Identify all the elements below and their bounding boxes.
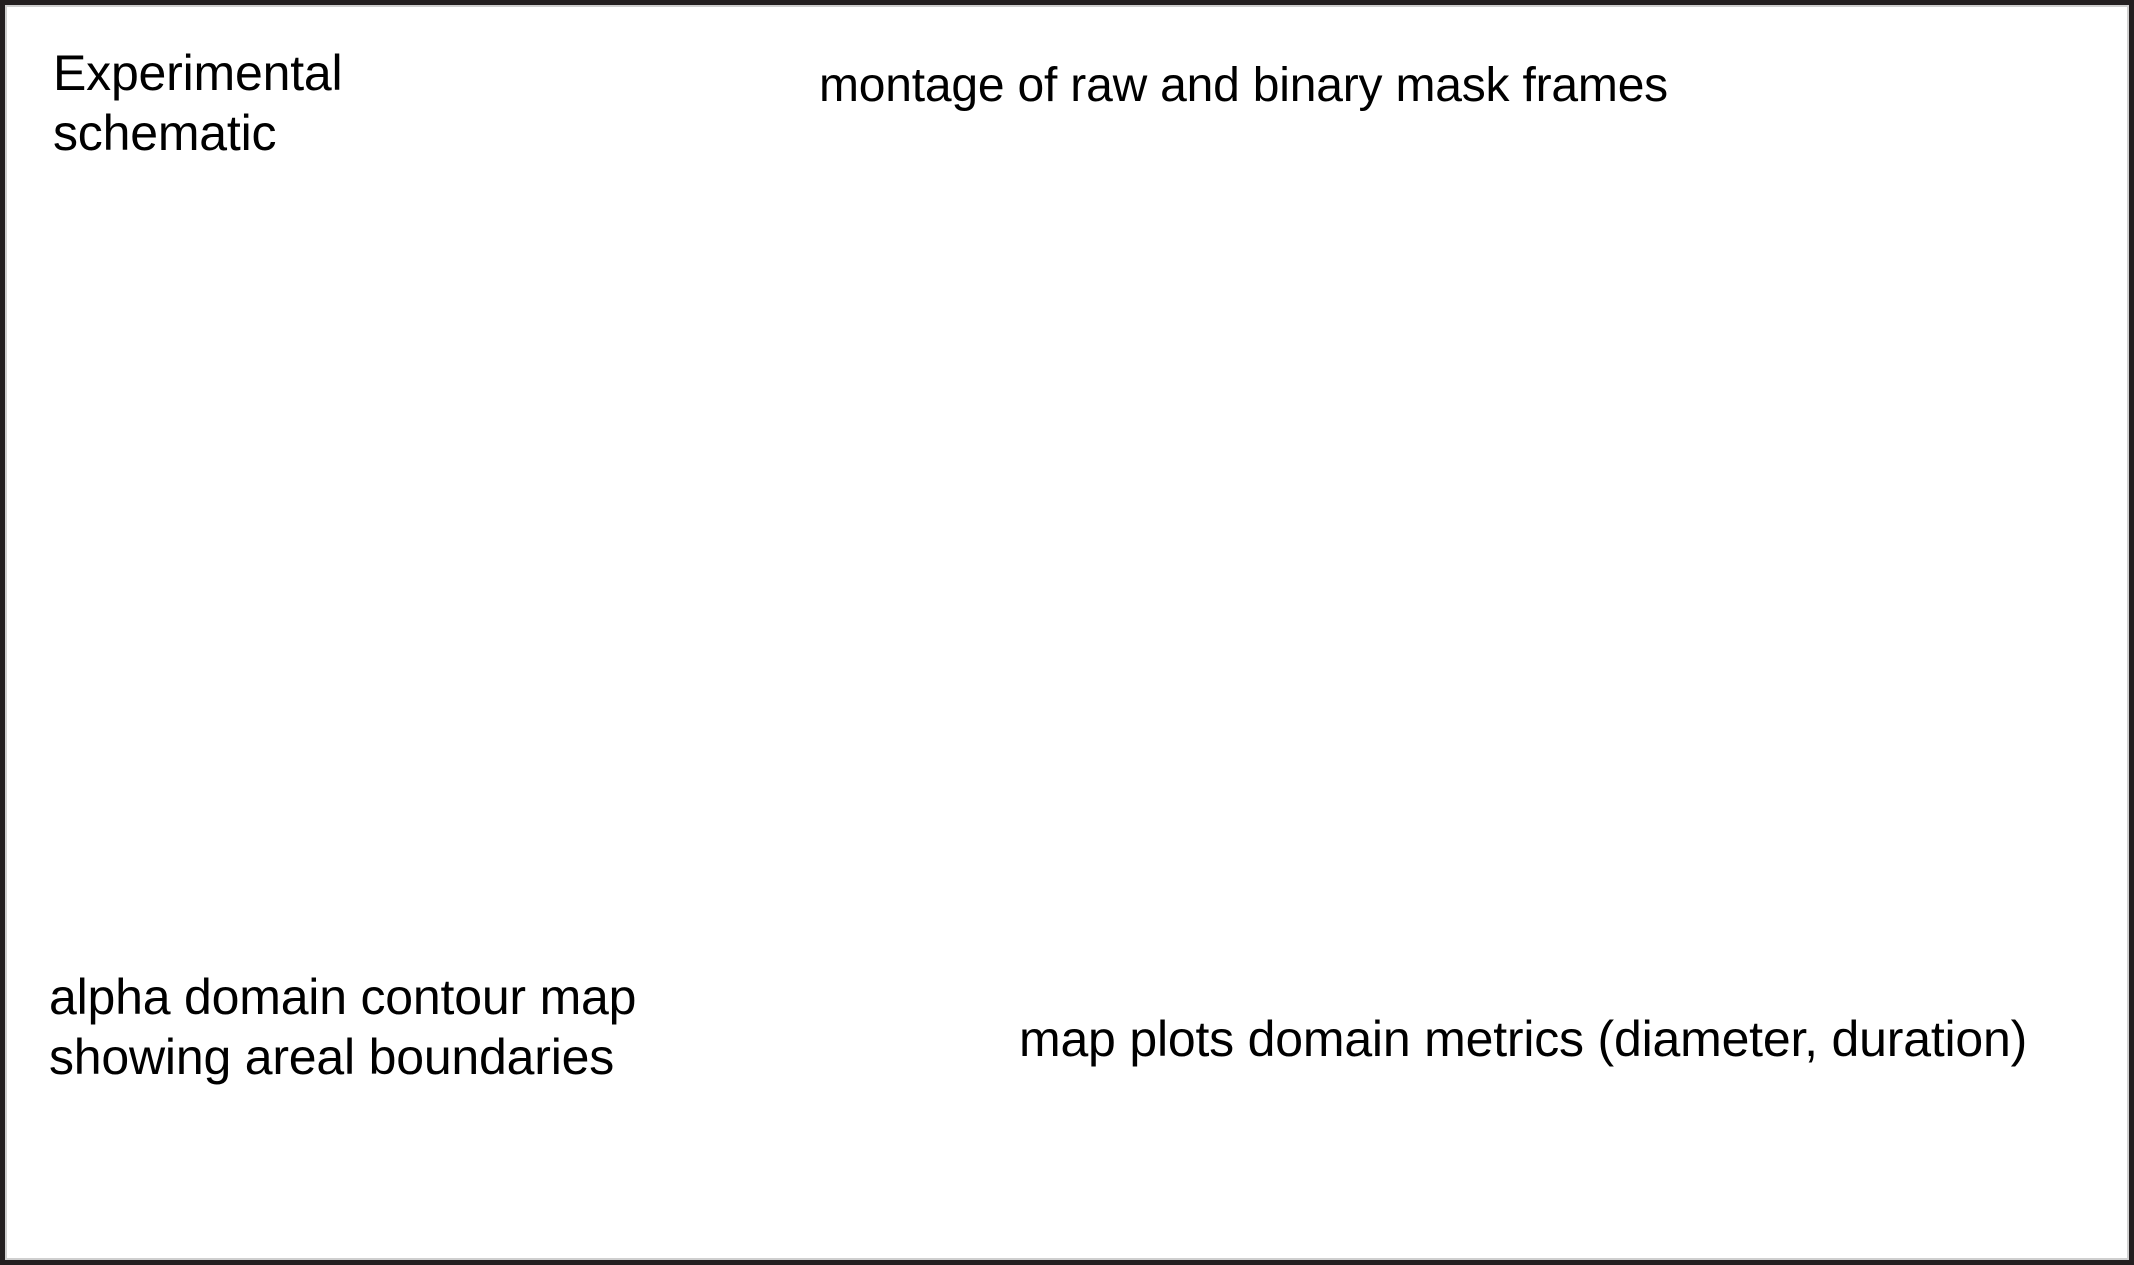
panel-caption-top-right: montage of raw and binary mask frames bbox=[819, 59, 1668, 112]
panel-caption-top-left: Experimental schematic bbox=[53, 45, 343, 161]
panel-region-bottom-left bbox=[25, 645, 765, 1235]
panel-region-bottom-right bbox=[785, 645, 2105, 1235]
panel-caption-bottom-right: map plots domain metrics (diameter, dura… bbox=[1019, 1011, 2028, 1067]
panel-caption-bottom-left: alpha domain contour map showing areal b… bbox=[49, 969, 637, 1085]
panel-region-top-right bbox=[785, 25, 2105, 625]
